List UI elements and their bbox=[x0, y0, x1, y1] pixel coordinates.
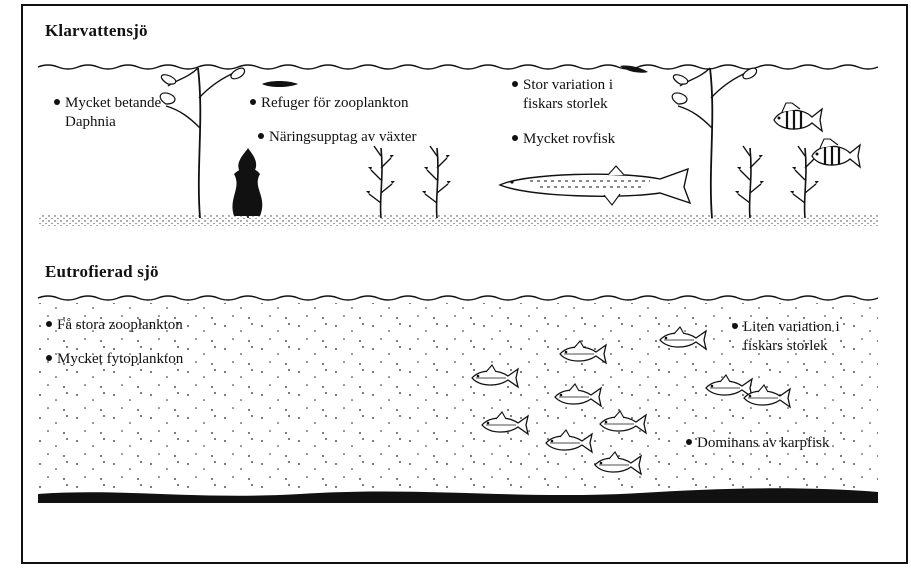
bullet-icon bbox=[250, 99, 256, 105]
note-small-size-variation: Liten variation i fiskars storlek bbox=[732, 318, 840, 356]
note-many-predators: Mycket rovfisk bbox=[512, 130, 615, 149]
note-plant-nutrient-uptake: Näringsupptag av växter bbox=[258, 128, 416, 147]
eutrophic-lake-title: Eutrofierad sjö bbox=[45, 262, 159, 282]
waterweed-plant-icon bbox=[366, 146, 395, 218]
bullet-icon bbox=[46, 355, 52, 361]
waterweed-plant-icon bbox=[422, 146, 451, 218]
clear-lake-bottom bbox=[38, 214, 878, 226]
bullet-icon bbox=[512, 135, 518, 141]
note-cyprinid-dominance: Dominans av karpfisk bbox=[686, 434, 829, 453]
bullet-icon bbox=[732, 323, 738, 329]
note-fish-size-variation: Stor variation i fiskars storlek bbox=[512, 76, 613, 114]
note-grazing-daphnia: Mycket betande Daphnia bbox=[54, 94, 161, 132]
note-few-large-zooplankton: Få stora zooplankton bbox=[46, 316, 183, 335]
eutrophic-lake-surface bbox=[38, 296, 878, 300]
perch-fish-icon bbox=[774, 103, 822, 131]
small-fish-icon bbox=[262, 81, 298, 87]
waterweed-plant-icon bbox=[735, 146, 764, 218]
perch-fish-icon bbox=[812, 139, 860, 167]
bullet-icon bbox=[686, 439, 692, 445]
bullet-icon bbox=[46, 321, 52, 327]
note-much-phytoplankton: Mycket fytoplankton bbox=[46, 350, 183, 369]
reed-plant-icon bbox=[160, 68, 244, 218]
bushy-waterweed-icon bbox=[232, 148, 262, 218]
note-zooplankton-refuges: Refuger för zooplankton bbox=[250, 94, 408, 113]
clear-lake-title: Klarvattensjö bbox=[45, 21, 148, 41]
bullet-icon bbox=[258, 133, 264, 139]
bullet-icon bbox=[512, 81, 518, 87]
pike-fish-icon bbox=[500, 166, 690, 205]
bullet-icon bbox=[54, 99, 60, 105]
